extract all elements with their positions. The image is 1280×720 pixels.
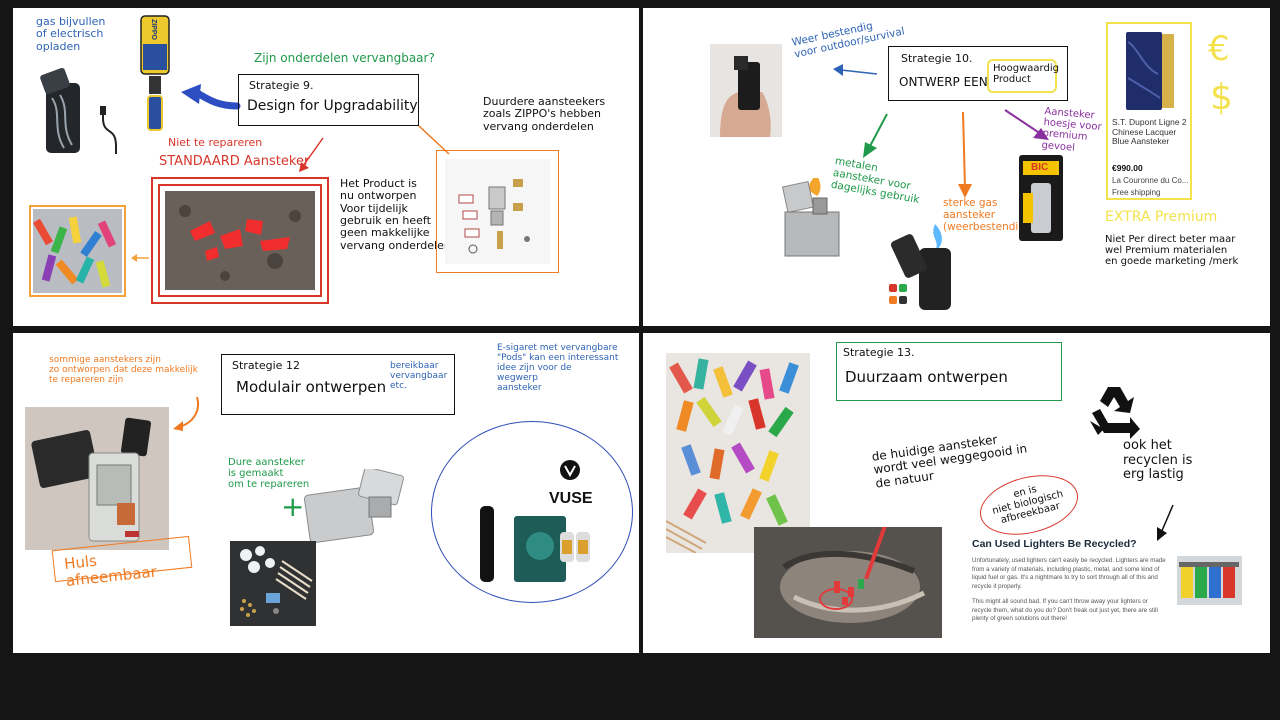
biodegradable-circle: en is niet biologisch afbreekbaar — [973, 465, 1085, 545]
zippo-chrome-photo — [303, 469, 413, 544]
slide-strategy-13: Strategie 13. Duurzaam ontwerpen de huid… — [643, 333, 1270, 653]
article-paragraph-1: Unfortunately, used lighters can't easil… — [972, 557, 1166, 591]
arrow-down-left-green-icon — [863, 113, 888, 158]
note-modular-traits: bereikbaar vervangbaar etc. — [390, 361, 448, 392]
note-gas-refill: gas bijvullen of electrisch opladen — [36, 15, 106, 53]
arrow-down-orange-icon — [958, 111, 972, 198]
lighter-pile-frame — [29, 205, 126, 297]
zippo-parts-photo — [445, 159, 550, 264]
plus-sign: + — [281, 490, 305, 523]
cartridge-label: ZIPPO — [150, 19, 157, 41]
bic-label: BIC — [1031, 162, 1049, 173]
ecig-device-illustration — [480, 460, 590, 582]
strategy-10-title: ONTWERP EEN — [899, 75, 988, 89]
card-price: €990.00 — [1112, 163, 1143, 173]
usb-cable-icon — [100, 106, 117, 154]
gas-cartridge-photo: ZIPPO — [135, 14, 175, 134]
bic-lighter-photo: BIC — [1017, 153, 1065, 243]
arrow-left-orange-icon — [131, 254, 149, 262]
label-standard-lighter: STANDAARD Aansteker — [159, 154, 310, 169]
arrow-purple-icon — [1004, 109, 1049, 140]
question-replaceable: Zijn onderdelen vervangbaar? — [254, 51, 435, 65]
card-shipping: Free shipping — [1112, 188, 1161, 197]
zippo-open-photo — [779, 178, 849, 258]
note-gas-lighter: sterke gas aansteker (weerbestendig) — [943, 197, 1030, 233]
quality-highlight: Hoogwaardig Product — [987, 59, 1059, 93]
curved-arrow-icon — [181, 84, 241, 110]
arrow-down-black-icon — [1157, 504, 1174, 541]
note-housing-removable: Huls afneembaar — [63, 551, 158, 590]
ecig-circle: VUSE — [431, 421, 633, 603]
strategy-10-number: Strategie 10. — [901, 52, 973, 65]
note-expensive-repair: Dure aansteker is gemaakt om te reparere… — [228, 457, 310, 491]
note-product-temporary: Het Product is nu ontworpen Voor tijdeli… — [340, 177, 451, 252]
note-expensive-lighters: Duurdere aansteekers zoals ZIPPO's hebbe… — [483, 95, 606, 133]
note-ecig-pods: E-sigaret met vervangbare "Pods" kan een… — [497, 343, 619, 394]
arrow-left-blue-icon — [833, 64, 878, 76]
strategy-13-title: Duurzaam ontwerpen — [845, 368, 1008, 386]
dollar-sign: $ — [1210, 77, 1233, 118]
article-title: Can Used Lighters Be Recycled? — [972, 538, 1137, 550]
hand-lighter-photo — [710, 44, 782, 137]
strategy-10-box: Strategie 10. ONTWERP EEN Hoogwaardig Pr… — [888, 46, 1068, 101]
product-card[interactable]: S.T. Dupont Ligne 2 Chinese Lacquer Blue… — [1106, 22, 1192, 200]
broken-lighter-frame — [151, 177, 329, 304]
note-not-biodegradable: en is niet biologisch afbreekbaar — [991, 483, 1065, 527]
slide-strategy-10: Weer bestendig voor outdoor/survival Str… — [643, 8, 1270, 326]
vuse-brand-label: VUSE — [549, 490, 593, 507]
note-premium-case: Aansteker hoesje voor premium gevoel — [1041, 106, 1103, 154]
zippo-parts-frame — [436, 150, 559, 273]
label-extra-premium: EXTRA Premium — [1105, 209, 1218, 225]
dead-bird-photo — [754, 527, 942, 638]
arrow-down-red-icon — [299, 137, 324, 172]
card-shop: La Couronne du Co... — [1112, 176, 1189, 185]
repairable-lighter-photo — [25, 407, 169, 550]
card-product-name: S.T. Dupont Ligne 2 Chinese Lacquer Blue… — [1112, 117, 1187, 147]
strategy-13-box: Strategie 13. Duurzaam ontwerpen — [836, 342, 1062, 401]
lighter-pile-photo — [33, 209, 122, 293]
slide-strategy-9: gas bijvullen of electrisch opladen ZIPP… — [13, 8, 639, 326]
euro-sign: € — [1208, 29, 1230, 69]
note-recycling-hard: ook het recyclen is erg lastig — [1123, 438, 1193, 483]
curved-arrow-orange-icon — [173, 396, 199, 431]
lighter-box-photo — [666, 353, 810, 553]
slide-strategy-12: sommige aanstekers zijn zo ontworpen dat… — [13, 333, 639, 653]
electric-lighter-photo — [38, 63, 93, 158]
connector-line-orange — [418, 125, 450, 155]
quality-label: Hoogwaardig Product — [993, 63, 1059, 86]
article-paragraph-2: This might all sound bad. If you can't t… — [972, 598, 1158, 623]
strategy-9-number: Strategie 9. — [249, 79, 314, 92]
strategy-12-title: Modulair ontwerpen — [236, 378, 387, 396]
note-nature-waste: de huidige aansteker wordt veel weggegoo… — [870, 432, 1029, 491]
strategy-9-title: Design for Upgradability — [247, 98, 418, 114]
recycling-bins-photo — [1177, 556, 1242, 605]
strategy-12-box: Strategie 12 Modulair ontwerpen bereikba… — [221, 354, 455, 415]
strategy-12-number: Strategie 12 — [232, 359, 300, 372]
torch-lighter-photo — [889, 222, 981, 314]
note-not-repairable: Niet te repareren — [168, 136, 263, 149]
broken-lighter-photo — [165, 191, 315, 290]
strategy-9-box: Strategie 9. Design for Upgradability — [238, 74, 419, 126]
strategy-13-number: Strategie 13. — [843, 346, 915, 359]
note-some-lighters: sommige aanstekers zijn zo ontworpen dat… — [49, 355, 198, 386]
recycle-icon — [1090, 387, 1140, 439]
note-extra-premium: Niet Per direct beter maar wel Premium m… — [1105, 234, 1239, 268]
dupont-lighter-photo — [1122, 28, 1178, 114]
spare-parts-photo — [230, 541, 316, 626]
